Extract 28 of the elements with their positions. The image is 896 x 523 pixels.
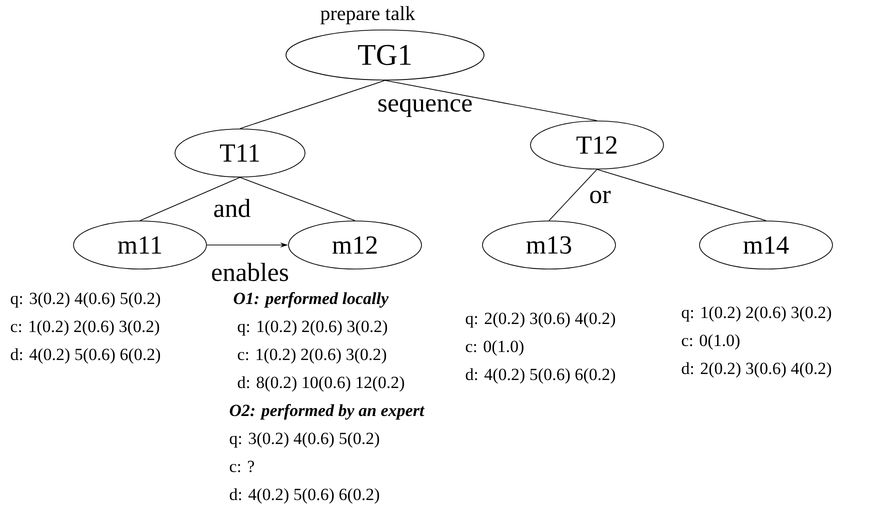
attribute-text: c: 0(1.0) [466,340,524,356]
attribute-text: q: 3(0.2) 4(0.6) 5(0.2) [10,292,160,308]
attribute-text: d: 4(0.2) 5(0.6) 6(0.2) [10,348,160,364]
edge-label: and [212,198,252,218]
connector-line [240,80,386,129]
option-heading: O1: performed locally [234,292,389,308]
attribute-text: d: 8(0.2) 10(0.6) 12(0.2) [238,376,404,392]
attribute-text: c: 1(0.2) 2(0.6) 3(0.2) [10,320,160,336]
attribute-text: c: 0(1.0) [682,334,740,350]
attribute-text: c: 1(0.2) 2(0.6) 3(0.2) [238,348,386,364]
attribute-text: d: 4(0.2) 5(0.6) 6(0.2) [466,368,616,384]
option-heading: O2: performed by an expert [230,404,425,420]
edge-label: sequence [376,98,474,118]
connector-line [140,177,240,221]
attribute-text: q: 1(0.2) 2(0.6) 3(0.2) [238,320,388,336]
connector-line [548,169,598,221]
attribute-text: q: 1(0.2) 2(0.6) 3(0.2) [682,306,832,322]
edge-label: or [588,190,612,204]
attribute-text: d: 4(0.2) 5(0.6) 6(0.2) [230,488,380,504]
connector-line [384,80,598,121]
attribute-text: d: 2(0.2) 3(0.6) 4(0.2) [682,362,832,378]
edge-label: enables [210,262,290,282]
attribute-text: c: ? [230,460,254,472]
attribute-text: q: 2(0.2) 3(0.6) 4(0.2) [466,312,616,328]
attribute-text: q: 3(0.2) 4(0.6) 5(0.2) [230,432,380,448]
connector-line [240,177,356,221]
connector-line [596,169,766,221]
caption-text: prepare talk [320,6,416,24]
